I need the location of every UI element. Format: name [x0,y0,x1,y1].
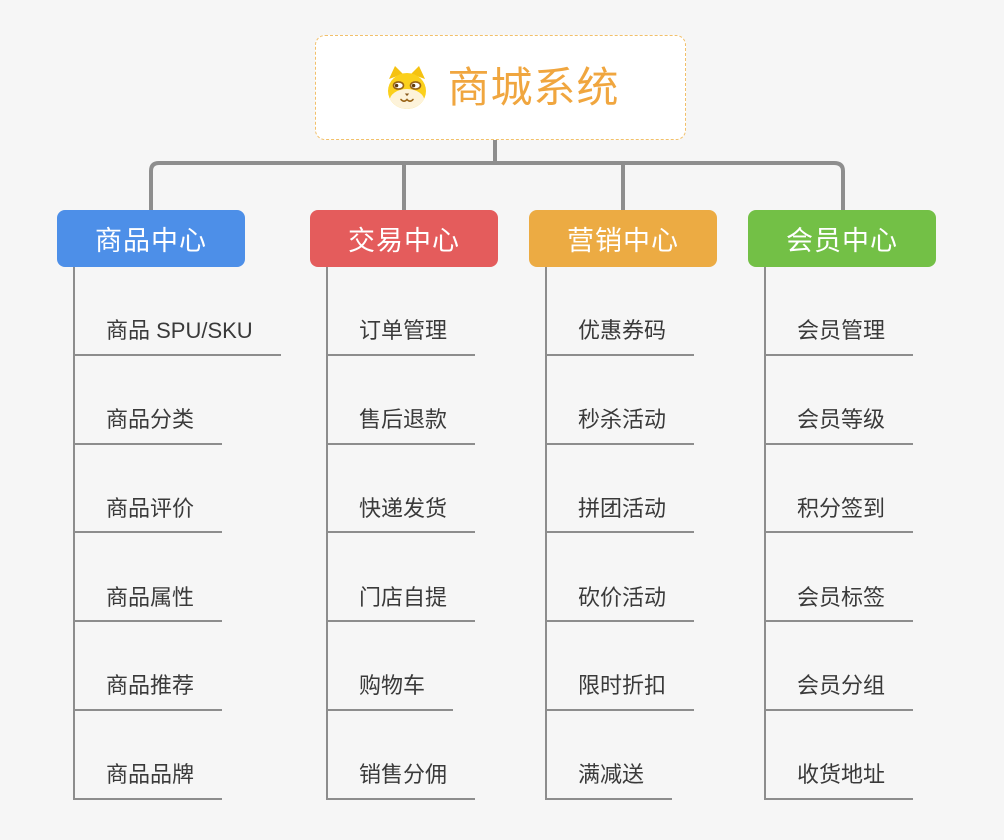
branch-items-marketing-center: 优惠券码 秒杀活动 拼团活动 砍价活动 限时折扣 满减送 [545,267,695,800]
item-row: 商品分类 [73,356,281,445]
item-row: 会员标签 [764,533,914,623]
item-row: 商品品牌 [73,711,281,800]
branch-items-member-center: 会员管理 会员等级 积分签到 会员标签 会员分组 收货地址 [764,267,914,800]
mindmap-item[interactable]: 积分签到 [764,495,914,534]
mindmap-item[interactable]: 砍价活动 [545,584,695,623]
mindmap-item[interactable]: 优惠券码 [545,317,695,356]
mindmap-item[interactable]: 商品品牌 [73,761,223,800]
branch-label: 会员中心 [786,226,898,256]
branch-items-product-center: 商品 SPU/SKU 商品分类 商品评价 商品属性 商品推荐 商品品牌 [73,267,281,800]
item-row: 快递发货 [326,445,476,534]
item-row: 商品属性 [73,533,281,623]
item-row: 会员等级 [764,356,914,445]
item-row: 商品评价 [73,445,281,534]
mindmap-item[interactable]: 商品评价 [73,495,223,534]
branch-node-member-center[interactable]: 会员中心 [748,210,936,267]
item-row: 拼团活动 [545,445,695,534]
branch-node-product-center[interactable]: 商品中心 [57,210,245,267]
branch-label: 营销中心 [567,226,679,256]
shiba-dog-icon [381,64,433,112]
branch-label: 交易中心 [348,226,460,256]
mindmap-item[interactable]: 商品推荐 [73,672,223,711]
item-row: 优惠券码 [545,267,695,356]
item-row: 售后退款 [326,356,476,445]
item-row: 会员分组 [764,622,914,711]
branch-label: 商品中心 [95,226,207,256]
mindmap-item[interactable]: 门店自提 [326,584,476,623]
item-row: 商品 SPU/SKU [73,267,281,356]
mindmap-item[interactable]: 拼团活动 [545,495,695,534]
branch-node-marketing-center[interactable]: 营销中心 [529,210,717,267]
branch-node-trade-center[interactable]: 交易中心 [310,210,498,267]
mindmap-item[interactable]: 会员分组 [764,672,914,711]
mindmap-item[interactable]: 会员管理 [764,317,914,356]
item-row: 会员管理 [764,267,914,356]
mindmap-item[interactable]: 秒杀活动 [545,406,695,445]
item-row: 商品推荐 [73,622,281,711]
item-row: 收货地址 [764,711,914,800]
item-row: 积分签到 [764,445,914,534]
item-row: 秒杀活动 [545,356,695,445]
item-row: 门店自提 [326,533,476,623]
item-row: 订单管理 [326,267,476,356]
mindmap-item[interactable]: 快递发货 [326,495,476,534]
mindmap-item[interactable]: 会员等级 [764,406,914,445]
connector-outer-elbow [149,161,845,210]
mindmap-item[interactable]: 满减送 [545,761,673,800]
item-row: 砍价活动 [545,533,695,623]
mindmap-item[interactable]: 会员标签 [764,584,914,623]
mindmap-item[interactable]: 订单管理 [326,317,476,356]
mindmap-item[interactable]: 限时折扣 [545,672,695,711]
root-title: 商城系统 [447,63,620,111]
mindmap-item[interactable]: 收货地址 [764,761,914,800]
mindmap-item[interactable]: 商品 SPU/SKU [73,317,281,356]
item-row: 销售分佣 [326,711,476,800]
mindmap-item[interactable]: 购物车 [326,672,454,711]
mindmap-item[interactable]: 商品属性 [73,584,223,623]
mindmap-item[interactable]: 售后退款 [326,406,476,445]
branch-items-trade-center: 订单管理 售后退款 快递发货 门店自提 购物车 销售分佣 [326,267,476,800]
item-row: 满减送 [545,711,694,800]
item-row: 限时折扣 [545,622,695,711]
root-node[interactable]: 商城系统 [315,35,686,140]
mindmap-item[interactable]: 销售分佣 [326,761,476,800]
item-row: 购物车 [326,622,475,711]
mindmap-item[interactable]: 商品分类 [73,406,223,445]
